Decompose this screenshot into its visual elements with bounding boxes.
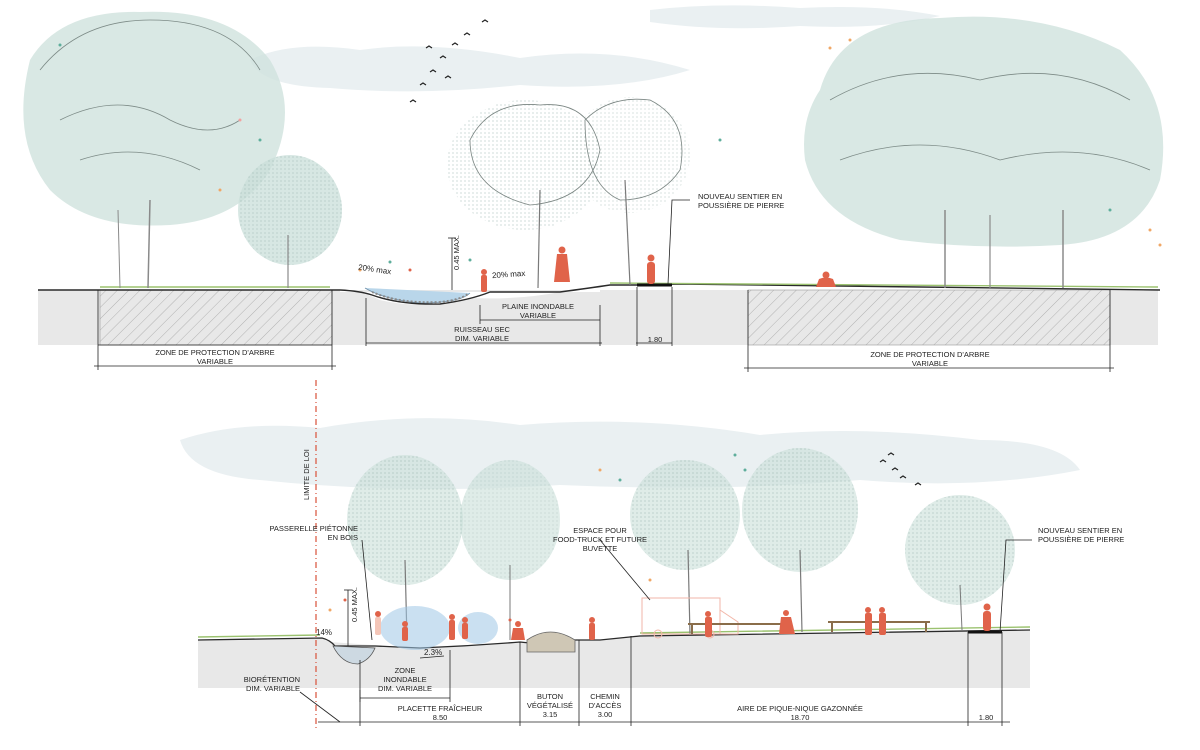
new-path-label-line1: NOUVEAU SENTIER EN [698, 192, 783, 201]
tree-icon [570, 97, 690, 286]
tree-icon [804, 16, 1164, 288]
slope-label-left-bottom: 14% [316, 628, 333, 637]
bioretention-line1: BIORÉTENTION [243, 675, 300, 684]
law-limit-label: LIMITE DE LOI [302, 449, 311, 500]
tree-icon [460, 460, 560, 640]
plaza-label: PLACETTE FRAÎCHEUR 8.50 [380, 704, 500, 722]
person-icon [481, 246, 836, 292]
tree-icon [23, 11, 285, 289]
berm-label: BUTON VÉGÉTALISÉ 3.15 [522, 692, 578, 719]
path-width-top: 1.80 [647, 335, 663, 344]
floodplain-label: PLAINE INONDABLE VARIABLE [488, 302, 588, 320]
floodplain-label-line2: VARIABLE [519, 311, 557, 320]
tree-zone-right-label: ZONE DE PROTECTION D'ARBRE VARIABLE [825, 350, 1035, 368]
tree-zone-right-line1: ZONE DE PROTECTION D'ARBRE [870, 350, 990, 359]
tree-protection-zone-left-hatch [99, 289, 333, 346]
access-line2: D'ACCÈS [588, 701, 622, 710]
tree-zone-left-label: ZONE DE PROTECTION D'ARBRE VARIABLE [110, 348, 320, 366]
new-path-label-bottom: NOUVEAU SENTIER EN POUSSIÈRE DE PIERRE [1038, 526, 1124, 544]
person-icon [375, 603, 991, 641]
picnic-name: AIRE DE PIQUE-NIQUE GAZONNÉE [737, 704, 863, 713]
top-grade-line [38, 283, 1161, 305]
flood-zone-label: ZONE INONDABLE DIM. VARIABLE [360, 666, 450, 693]
berm-line2: VÉGÉTALISÉ [526, 701, 574, 710]
new-path-label: NOUVEAU SENTIER EN POUSSIÈRE DE PIERRE [698, 192, 784, 210]
tree-icon [238, 155, 342, 288]
dry-creek-label-line1: RUISSEAU SEC [454, 325, 510, 334]
tree-icon [905, 495, 1015, 631]
footbridge-label: PASSERELLE PIÉTONNE EN BOIS [262, 524, 358, 542]
access-width: 3.00 [597, 710, 613, 719]
bird-icon [409, 19, 489, 103]
cloud-shape [650, 5, 940, 29]
berm-line1: BUTON [536, 692, 564, 701]
top-grass-line [100, 282, 1159, 288]
top-dimension-lines [94, 199, 1114, 372]
floodplain-label-line1: PLAINE INONDABLE [501, 302, 575, 311]
dry-creek-label-line2: DIM. VARIABLE [454, 334, 510, 343]
tree-zone-left-line2: VARIABLE [196, 357, 234, 366]
slope-label-right-bottom: 2.3% [424, 648, 443, 657]
vegetated-berm [526, 631, 576, 653]
food-truck-label: ESPACE POUR FOOD-TRUCK ET FUTURE BUVETTE [540, 526, 660, 553]
bottom-section [180, 380, 1080, 730]
picnic-width: 18.70 [790, 713, 810, 722]
food-truck-label-line2: FOOD-TRUCK ET FUTURE [552, 535, 648, 544]
flower-dots [58, 38, 1162, 272]
food-truck-label-line1: ESPACE POUR [573, 526, 627, 535]
tree-zone-right-line2: VARIABLE [911, 359, 949, 368]
max-depth-label: 0.45 MAX. [452, 234, 461, 270]
bioretention-label: BIORÉTENTION DIM. VARIABLE [228, 675, 300, 693]
footbridge-label-line2: EN BOIS [327, 533, 358, 542]
mist-canopy [380, 606, 450, 650]
bioretention-line2: DIM. VARIABLE [245, 684, 300, 693]
dry-creek-label: RUISSEAU SEC DIM. VARIABLE [432, 325, 532, 343]
new-path-label-line2: POUSSIÈRE DE PIERRE [698, 201, 785, 210]
max-depth-label-bottom: 0.45 MAX. [350, 586, 359, 622]
top-section [23, 5, 1164, 372]
bird-icon [879, 452, 922, 486]
new-path-bottom-line1: NOUVEAU SENTIER EN [1038, 526, 1123, 535]
flood-zone-line3: DIM. VARIABLE [377, 684, 433, 693]
access-line1: CHEMIN [590, 692, 620, 701]
ground-section-bottom [198, 630, 1030, 688]
flood-zone-line1: ZONE [394, 666, 416, 675]
cloud-shape [250, 46, 690, 92]
tree-icon [447, 100, 603, 289]
path-width-bottom: 1.80 [978, 713, 994, 722]
plaza-width: 8.50 [432, 713, 448, 722]
flower-dots [328, 453, 747, 622]
tree-protection-zone-right-hatch [747, 289, 1111, 346]
dry-creek-stones [371, 291, 469, 304]
flood-zone-line2: INONDABLE [383, 675, 427, 684]
berm-width: 3.15 [542, 710, 558, 719]
tree-icon [742, 448, 858, 633]
picnic-area-label: AIRE DE PIQUE-NIQUE GAZONNÉE 18.70 [700, 704, 900, 722]
bottom-dimension-lines [299, 539, 1032, 726]
tree-icon [630, 460, 740, 636]
plaza-name: PLACETTE FRAÎCHEUR [397, 704, 483, 713]
tree-zone-left-line1: ZONE DE PROTECTION D'ARBRE [155, 348, 275, 357]
cloud-shape [180, 418, 1080, 489]
bioretention-basin [332, 645, 376, 665]
food-truck-label-line3: BUVETTE [582, 544, 618, 553]
new-path-bottom-line2: POUSSIÈRE DE PIERRE [1038, 535, 1125, 544]
access-path-label: CHEMIN D'ACCÈS 3.00 [580, 692, 630, 719]
footbridge-label-line1: PASSERELLE PIÉTONNE [269, 524, 358, 533]
